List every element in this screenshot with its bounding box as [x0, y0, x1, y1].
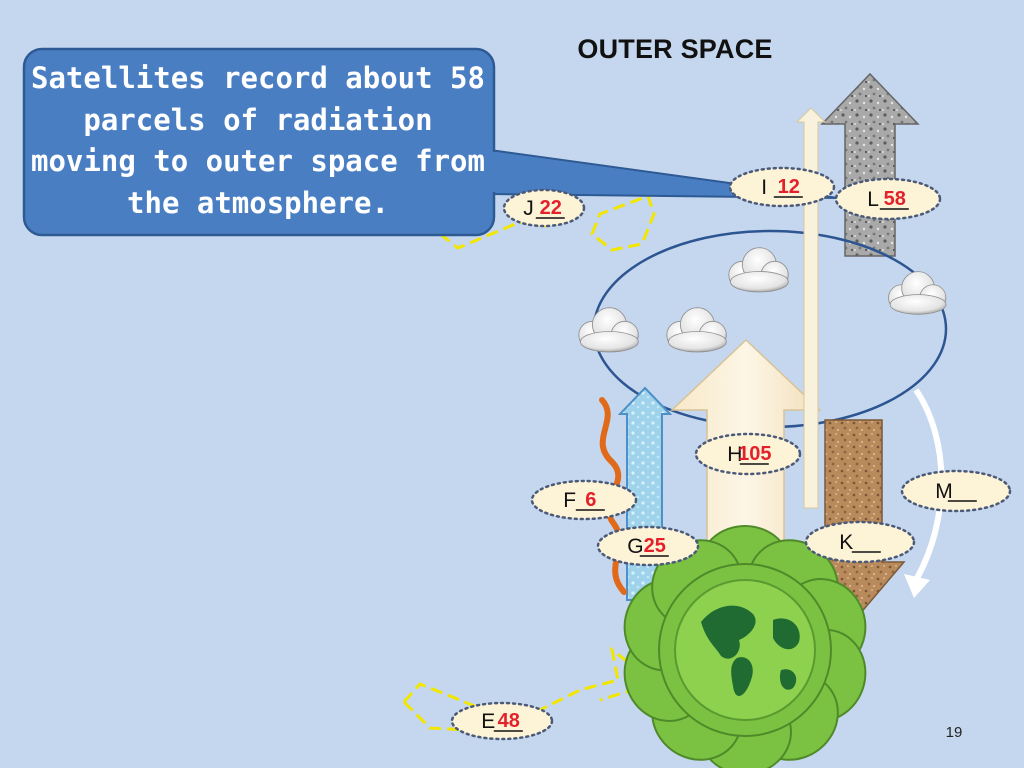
label-letter: E — [481, 710, 495, 733]
label-oval — [450, 701, 554, 741]
label-oval — [728, 166, 836, 208]
label-oval — [596, 525, 700, 567]
cloud-icon — [888, 271, 947, 315]
cloud-icon — [578, 307, 639, 353]
label-value: 48 — [498, 710, 520, 732]
atmospheric-window-arrow-i — [795, 107, 827, 509]
label-value: 105 — [738, 443, 771, 465]
label-letter: H — [727, 443, 742, 466]
reflected-arrow-j — [439, 194, 656, 252]
label-letter: L — [867, 188, 879, 211]
label-value: 6 — [585, 489, 596, 511]
page-title: OUTER SPACE — [577, 34, 773, 64]
label-oval — [530, 479, 638, 521]
cloud-icon — [728, 247, 789, 293]
earth-icon — [623, 525, 867, 768]
label-value: 22 — [540, 197, 562, 219]
label-letter: I — [761, 176, 767, 199]
cloud-icon — [666, 307, 727, 353]
callout-text: Satellites record about 58 parcels of ra… — [31, 61, 485, 220]
label-letter: J — [523, 197, 534, 220]
label-oval — [834, 177, 942, 221]
label-i: I 12 — [728, 166, 836, 208]
label-oval — [502, 188, 586, 228]
label-value: 12 — [778, 176, 800, 198]
label-k: K — [804, 520, 916, 564]
label-oval — [694, 432, 802, 476]
label-m: M — [900, 469, 1012, 513]
label-letter: K — [839, 531, 853, 554]
label-letter: F — [563, 489, 576, 512]
label-oval — [900, 469, 1012, 513]
label-letter: G — [627, 535, 643, 558]
label-value: 58 — [884, 188, 906, 210]
page-number: 19 — [945, 724, 963, 741]
label-j: J 22 — [502, 188, 586, 228]
label-value: 25 — [644, 535, 666, 557]
label-oval — [804, 520, 916, 564]
outgoing-radiation-arrow-l — [820, 72, 920, 257]
label-letter: M — [935, 480, 953, 503]
